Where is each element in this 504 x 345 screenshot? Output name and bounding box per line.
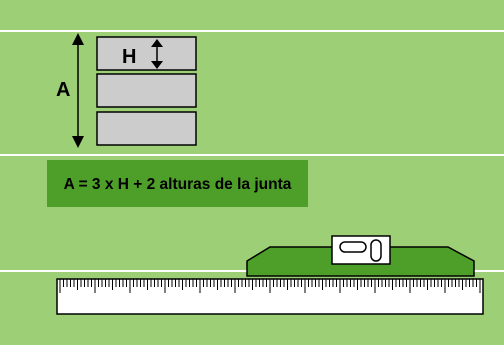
vertical-bubble-vial: [370, 239, 382, 262]
ruler-ticks: [59, 279, 481, 293]
spirit-level: [246, 235, 475, 277]
brick-height-label: H: [122, 46, 136, 68]
brick-middle: [96, 73, 197, 108]
brick-height-arrow: [151, 39, 163, 69]
formula-text: A = 3 x H + 2 alturas de la junta: [64, 176, 292, 193]
total-height-label: A: [56, 79, 70, 101]
total-height-arrow: [72, 33, 84, 148]
ruler: [56, 278, 484, 315]
formula-banner: [47, 160, 308, 207]
horizontal-bubble-vial: [339, 241, 367, 253]
brick-top: [96, 36, 197, 71]
brick-stack: [96, 36, 197, 146]
brick-bottom: [96, 111, 197, 146]
